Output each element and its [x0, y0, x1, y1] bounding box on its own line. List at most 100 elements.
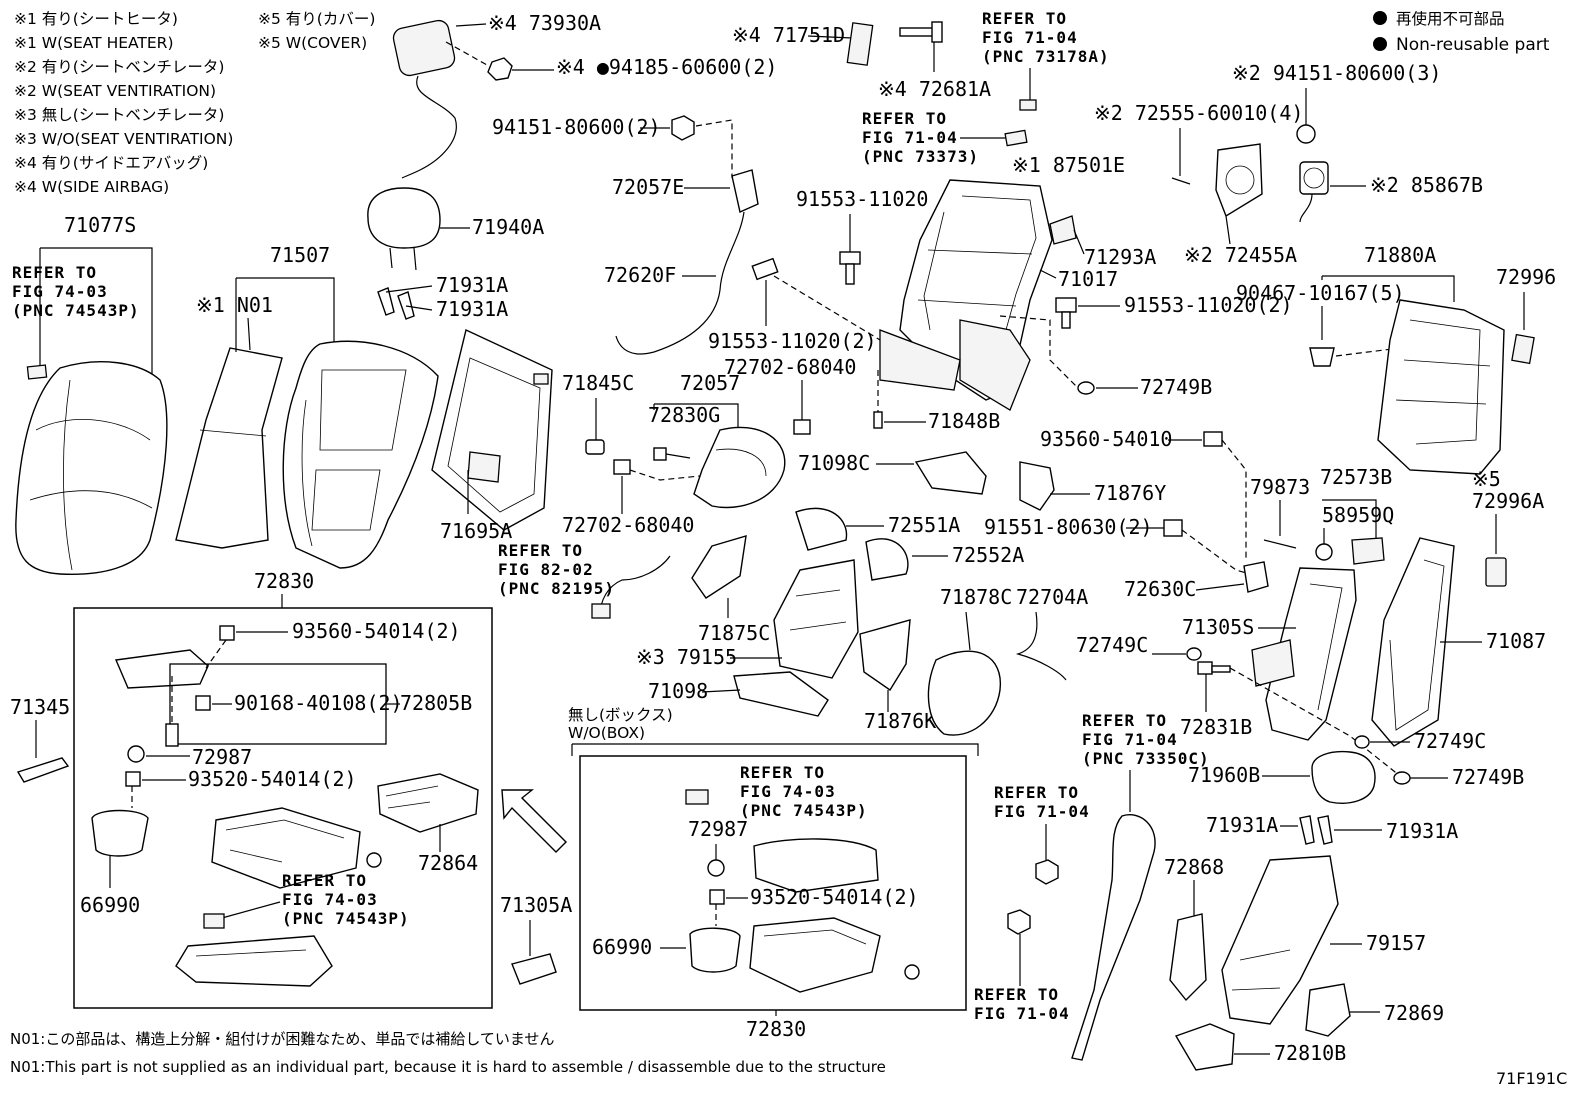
screw-icon	[125, 771, 141, 787]
cap-icon	[585, 439, 605, 455]
bolt-icon	[1163, 519, 1183, 537]
clip-icon	[1511, 333, 1535, 365]
label-N01: ※1 N01	[196, 293, 273, 317]
label-71876Y: 71876Y	[1094, 481, 1166, 505]
nonreusable-dot-icon	[1373, 11, 1387, 25]
label-72987-b: 72987	[688, 817, 748, 841]
guide-icon	[1317, 815, 1333, 845]
clip-71305A	[511, 953, 557, 985]
label-91553-11020-2b: 91553-11020(2)	[1124, 293, 1293, 317]
clip-icon	[1309, 347, 1335, 367]
svg-text:再使用不可部品: 再使用不可部品	[1396, 10, 1505, 28]
svg-text:FIG 74-03: FIG 74-03	[740, 782, 836, 801]
lower-cover-79157	[1221, 855, 1339, 1025]
label-91553-11020-2: 91553-11020(2)	[708, 329, 877, 353]
cover-71876K	[859, 619, 911, 691]
back-board-71087	[1371, 537, 1455, 747]
label-72704A: 72704A	[1016, 585, 1088, 609]
bolt-icon	[1203, 431, 1223, 447]
bolt-icon	[1197, 661, 1231, 675]
seatback-board	[431, 329, 553, 531]
stopper-icon	[366, 852, 382, 868]
armrest-assy-frame	[73, 607, 493, 1009]
label-72749B: 72749B	[1140, 375, 1212, 399]
label-71876K: 71876K	[864, 709, 936, 733]
bracket	[914, 451, 987, 495]
label-71098C: 71098C	[798, 451, 870, 475]
label-72555-60010: ※2 72555-60010(4)	[1094, 101, 1303, 125]
legend-line: ※4 W(SIDE AIRBAG)	[14, 178, 169, 196]
svg-text:(PNC 82195): (PNC 82195)	[498, 579, 615, 598]
label-71931A-c: 71931A	[1206, 813, 1278, 837]
label-93520-54014: 93520-54014(2)	[188, 767, 357, 791]
legend-line: ※2 有り(シートベンチレータ)	[14, 58, 224, 76]
connector	[731, 169, 759, 213]
label-94151-80600-3: ※2 94151-80600(3)	[1232, 61, 1441, 85]
tag-icon	[26, 364, 48, 380]
harness	[599, 555, 671, 617]
refer-74-03-box: REFER TO FIG 74-03 (PNC 74543P)	[282, 871, 409, 928]
wo-box-label-en: W/O(BOX)	[568, 724, 645, 742]
label-72831B: 72831B	[1180, 715, 1252, 739]
label-85867B: ※2 85867B	[1370, 173, 1483, 197]
cover-72810B	[1174, 1023, 1235, 1071]
fan-bracket	[1215, 143, 1263, 218]
label-93520-54014-b: 93520-54014(2)	[750, 885, 919, 909]
label-72830G: 72830G	[648, 403, 720, 427]
label-71878C: 71878C	[940, 585, 1012, 609]
nut-icon	[1007, 909, 1031, 935]
label-66990-a: 66990	[80, 893, 140, 917]
clip-icon	[793, 419, 811, 435]
cup-holder-66990	[91, 809, 149, 857]
armrest-box-b	[749, 917, 881, 993]
label-72830-top: 72830	[254, 569, 314, 593]
recliner-cover	[927, 650, 1002, 736]
label-72057E: 72057E	[612, 175, 684, 199]
headrest	[367, 187, 470, 271]
label-72864: 72864	[418, 851, 478, 875]
label-90467-10167: 90467-10167(5)	[1236, 281, 1405, 305]
seatback-stay	[1071, 814, 1156, 1061]
svg-text:FIG 74-03: FIG 74-03	[282, 890, 378, 909]
latch-icon	[1243, 561, 1269, 593]
refer-71-04-73373: REFER TO FIG 71-04 (PNC 73373)	[862, 109, 978, 166]
label-72681A: ※4 72681A	[878, 77, 991, 101]
legend-line: ※2 W(SEAT VENTIRATION)	[14, 82, 216, 100]
label-87501E: ※1 87501E	[1012, 153, 1125, 177]
ventilation-panel	[773, 559, 859, 679]
label-94151-80600: 94151-80600(2)	[492, 115, 661, 139]
armrest-insert-72864	[377, 773, 479, 833]
headrest-71960B	[1311, 750, 1376, 804]
tag-icon	[1019, 99, 1037, 111]
label-91551-80630: 91551-80630(2)	[984, 515, 1153, 539]
label-72455A: ※2 72455A	[1184, 243, 1297, 267]
nonreusable-dot-icon	[1373, 37, 1387, 51]
label-71098: 71098	[648, 679, 708, 703]
svg-text:FIG 71-04: FIG 71-04	[974, 1004, 1070, 1023]
label-71960B: 71960B	[1188, 763, 1260, 787]
tag-icon	[1004, 129, 1028, 147]
label-90168-40108: 90168-40108(2)	[234, 691, 403, 715]
bolt-icon	[839, 251, 861, 285]
svg-text:(PNC 73350C): (PNC 73350C)	[1082, 749, 1210, 768]
cup-holder-66990-b	[689, 927, 741, 973]
clip-icon	[613, 459, 631, 475]
svg-text:REFER TO: REFER TO	[498, 541, 583, 560]
svg-text:FIG 71-04: FIG 71-04	[1082, 730, 1178, 749]
svg-text:FIG 71-04: FIG 71-04	[862, 128, 958, 147]
label-72830-bottom: 72830	[746, 1017, 806, 1041]
nut-icon	[1296, 124, 1316, 144]
seatback-cover	[15, 361, 168, 575]
fan-motor	[1299, 161, 1329, 223]
legend-line: ※3 W/O(SEAT VENTIRATION)	[14, 130, 233, 148]
label-72805B: 72805B	[400, 691, 472, 715]
label-72702-68040: 72702-68040	[724, 355, 856, 379]
refer-71-04-73178A: REFER TO FIG 71-04 (PNC 73178A)	[982, 9, 1109, 66]
armrest-lid	[114, 649, 209, 689]
panel-71098	[733, 671, 829, 717]
refer-71-04-b: REFER TO FIG 71-04	[974, 985, 1070, 1023]
label-72552A: 72552A	[952, 543, 1024, 567]
svg-text:REFER TO: REFER TO	[974, 985, 1059, 1004]
refer-74-03-left: REFER TO FIG 74-03 (PNC 74543P)	[12, 263, 139, 320]
